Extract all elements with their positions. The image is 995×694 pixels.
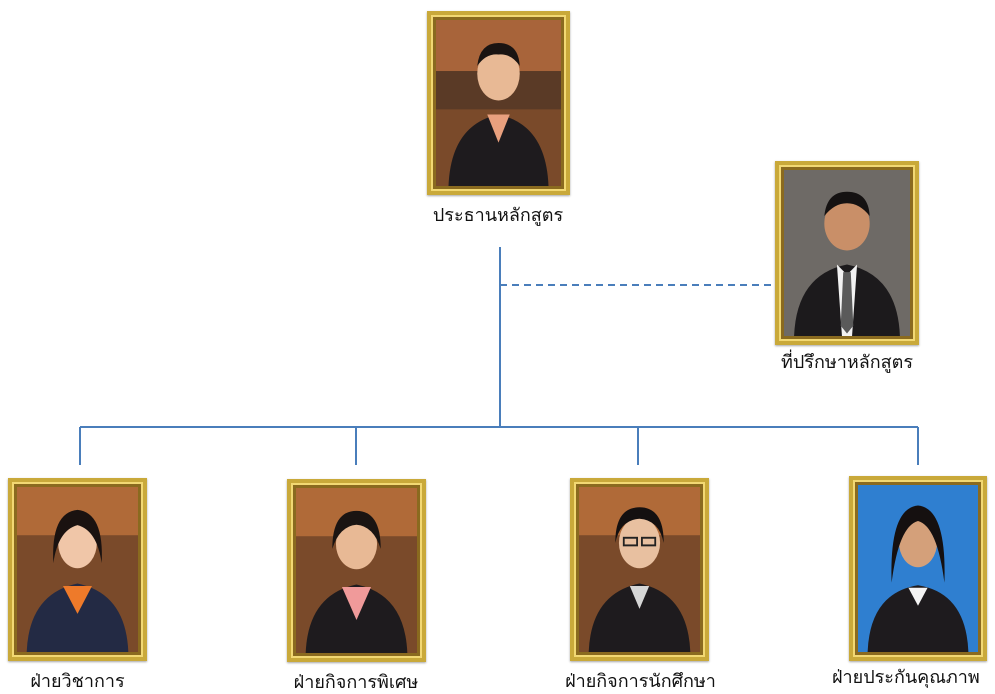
student-photo-frame — [570, 478, 709, 661]
advisor-photo-frame — [775, 161, 919, 345]
academic-label: ฝ่ายวิชาการ — [30, 671, 125, 692]
chair-photo-frame — [427, 11, 570, 195]
academic-photo — [17, 487, 138, 652]
connectors — [79, 247, 919, 465]
quality-label: ฝ่ายประกันคุณภาพ — [832, 667, 980, 688]
quality-photo — [858, 485, 978, 652]
special-label: ฝ่ายกิจการพิเศษ — [293, 672, 419, 693]
special-photo — [296, 488, 417, 653]
advisor-label: ที่ปรึกษาหลักสูตร — [781, 352, 913, 373]
chair-label: ประธานหลักสูตร — [432, 205, 564, 226]
quality-photo-frame — [849, 476, 987, 661]
chair-photo — [436, 20, 561, 186]
advisor-photo — [784, 170, 910, 336]
student-photo — [579, 487, 700, 652]
special-photo-frame — [287, 479, 426, 662]
student-label: ฝ่ายกิจการนักศึกษา — [565, 671, 716, 692]
academic-photo-frame — [8, 478, 147, 661]
